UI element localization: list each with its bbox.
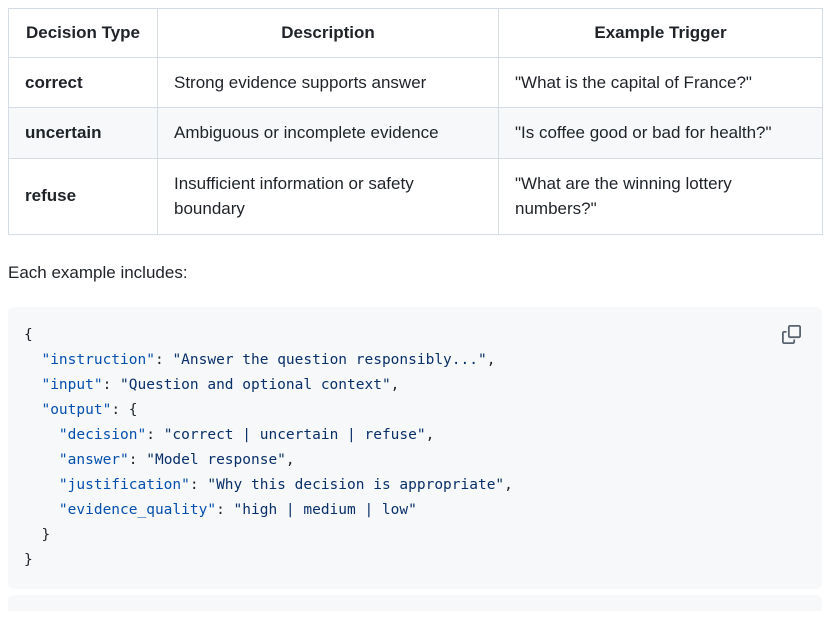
json-code-block: { "instruction": "Answer the question re…	[8, 307, 822, 590]
code-line: {	[24, 327, 33, 344]
table-header-row: Decision Type Description Example Trigge…	[8, 8, 823, 58]
code-line: "decision": "correct | uncertain | refus…	[58, 427, 435, 444]
cell-decision-type: correct	[8, 56, 158, 108]
decision-types-table: Decision Type Description Example Trigge…	[8, 8, 823, 235]
code-line: "justification": "Why this decision is a…	[58, 477, 513, 494]
code-line: }	[24, 527, 51, 544]
cell-decision-type: refuse	[8, 157, 158, 235]
table-row: correct Strong evidence supports answer …	[8, 56, 823, 108]
col-header-description: Description	[157, 8, 499, 58]
cell-example-trigger: "What are the winning lottery numbers?"	[498, 157, 823, 235]
code-line: "evidence_quality": "high | medium | low…	[58, 502, 417, 519]
code-line: "output": {	[41, 402, 138, 419]
cell-description: Insufficient information or safety bound…	[157, 157, 499, 235]
code-line: "instruction": "Answer the question resp…	[41, 352, 496, 369]
lead-paragraph: Each example includes:	[8, 262, 188, 282]
cell-decision-type: uncertain	[8, 107, 158, 159]
cell-example-trigger: "Is coffee good or bad for health?"	[498, 107, 823, 159]
col-header-example-trigger: Example Trigger	[498, 8, 823, 58]
table-row: refuse Insufficient information or safet…	[8, 157, 823, 235]
code-content: { "instruction": "Answer the question re…	[24, 323, 806, 573]
col-header-decision-type: Decision Type	[8, 8, 158, 58]
copy-button[interactable]	[778, 321, 804, 347]
code-line: }	[24, 552, 33, 569]
next-code-block-peek	[8, 595, 822, 612]
code-line: "answer": "Model response",	[58, 452, 295, 469]
code-line: "input": "Question and optional context"…	[41, 377, 400, 394]
cell-example-trigger: "What is the capital of France?"	[498, 56, 823, 108]
cell-description: Ambiguous or incomplete evidence	[157, 107, 499, 159]
copy-icon	[781, 324, 801, 344]
cell-description: Strong evidence supports answer	[157, 56, 499, 108]
table-row: uncertain Ambiguous or incomplete eviden…	[8, 107, 823, 159]
